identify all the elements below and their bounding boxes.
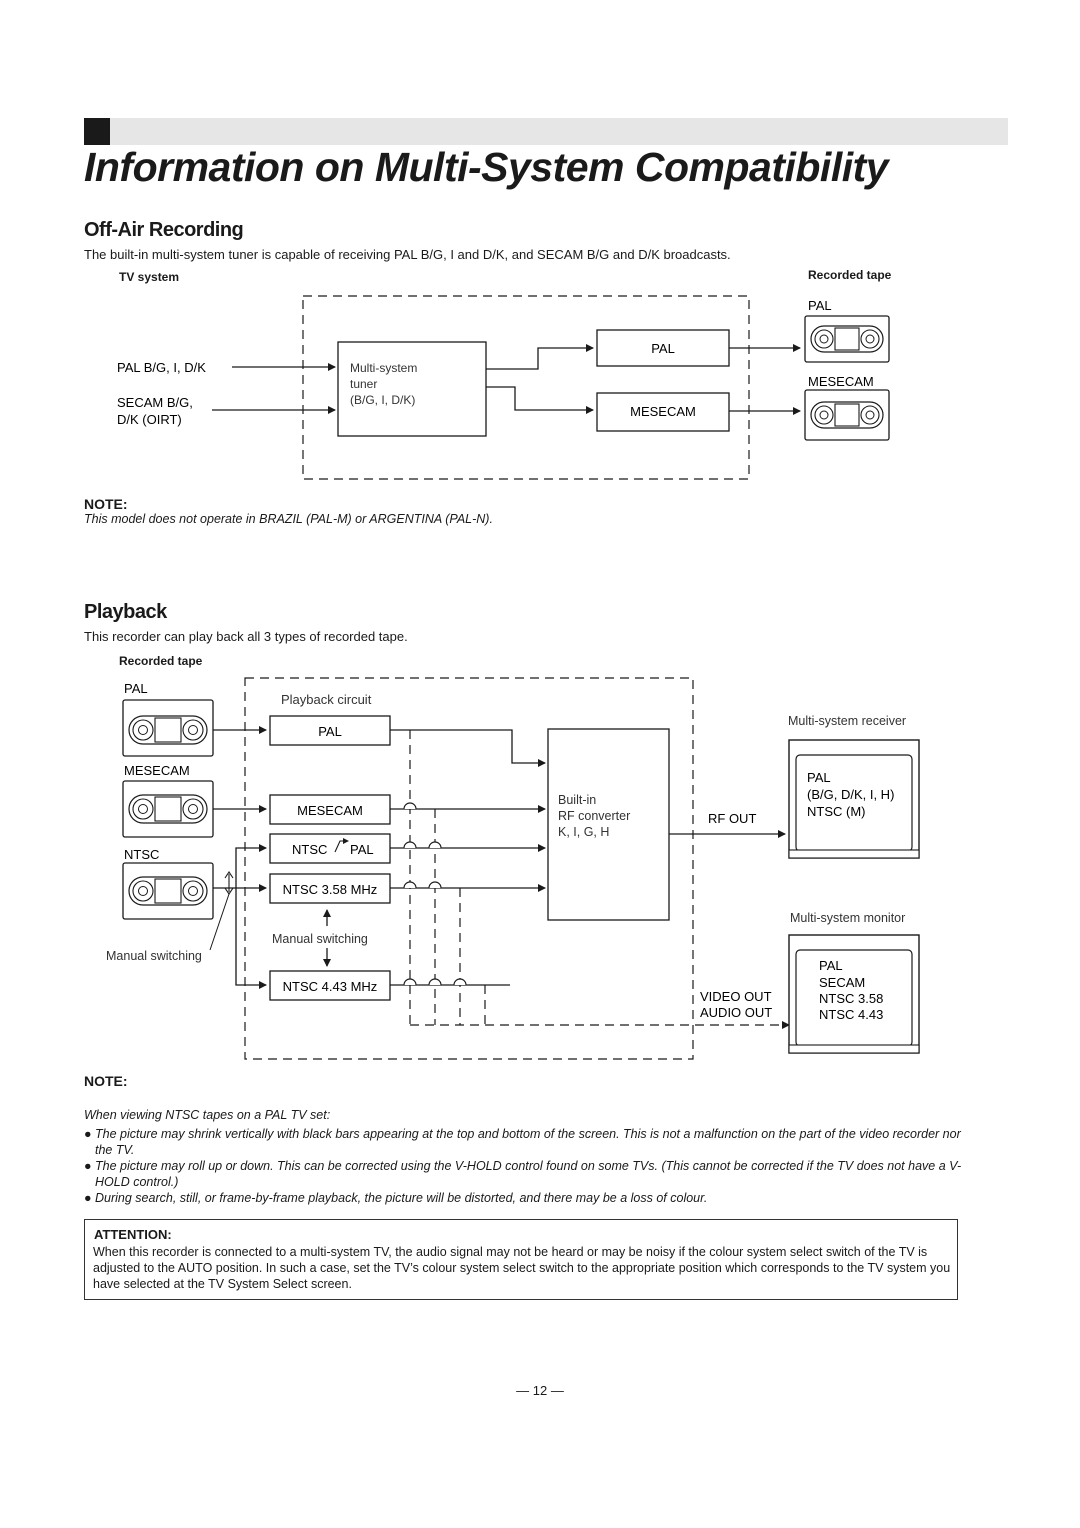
playback-note-bullet: ● During search, still, or frame-by-fram… (84, 1190, 964, 1206)
offair-tape-mesecam: MESECAM (808, 374, 874, 389)
offair-note-heading: NOTE: (84, 496, 128, 512)
receiver-line3: NTSC (M) (807, 804, 866, 819)
playback-box-pal: PAL (318, 724, 342, 739)
playback-manual-switching-mid: Manual switching (272, 932, 368, 946)
playback-video-out: VIDEO OUT (700, 989, 772, 1004)
playback-vcr-enclosure (244, 677, 694, 1060)
offair-input-secam-1: SECAM B/G, (117, 395, 193, 410)
playback-note-lead: When viewing NTSC tapes on a PAL TV set: (84, 1108, 331, 1122)
playback-intro: This recorder can play back all 3 types … (84, 629, 408, 644)
playback-ntsc-pal-in-arrow (235, 844, 267, 888)
offair-intro: The built-in multi-system tuner is capab… (84, 247, 731, 262)
offair-pal-box (596, 329, 730, 367)
hop (403, 802, 417, 810)
playback-tape-ntsc: NTSC (124, 847, 159, 862)
playback-ntsc443-in-arrow (235, 888, 267, 989)
playback-note-heading: NOTE: (84, 1073, 128, 1089)
playback-ntsc-cassette-icon (122, 862, 214, 920)
playback-box-ntsc443: NTSC 4.43 MHz (283, 979, 378, 994)
playback-rf-converter-box (547, 728, 670, 921)
offair-tuner-line3: (B/G, I, D/K) (350, 393, 415, 407)
attention-heading: ATTENTION: (94, 1227, 172, 1242)
bullet-dot: ● (84, 1191, 92, 1205)
receiver-line1: PAL (807, 770, 831, 785)
playback-box-mesecam: MESECAM (297, 803, 363, 818)
page-title: Information on Multi-System Compatibilit… (84, 144, 889, 190)
playback-box-ntsc-b: PAL (350, 842, 374, 857)
playback-monitor-label: Multi-system monitor (790, 911, 905, 925)
offair-pal-cassette-icon (804, 315, 890, 363)
playback-rf-line1: Built-in (558, 793, 596, 807)
playback-recorded-tape-label: Recorded tape (119, 654, 203, 668)
offair-mesecam-cassette-icon (804, 389, 890, 441)
playback-switch-leader (209, 893, 230, 951)
playback-circuit-label: Playback circuit (281, 692, 372, 707)
offair-out-pal: PAL (651, 341, 675, 356)
offair-tuner-box (337, 341, 487, 437)
bullet-text: The picture may shrink vertically with b… (95, 1127, 961, 1157)
playback-box-ntsc-a: NTSC (292, 842, 327, 857)
offair-recorded-tape-label: Recorded tape (808, 268, 892, 282)
playback-ntsc-pal-box (269, 833, 391, 864)
monitor-line1: PAL (819, 958, 843, 973)
playback-note-bullet: ● The picture may shrink vertically with… (84, 1126, 964, 1158)
playback-tape-mesecam: MESECAM (124, 763, 190, 778)
monitor-tv-icon (788, 934, 920, 1054)
playback-pal-to-rf (390, 729, 546, 767)
playback-ntsc358-box (269, 873, 391, 904)
playback-pal-cassette-icon (122, 699, 214, 757)
attention-box (84, 1219, 958, 1300)
playback-tape-pal: PAL (124, 681, 148, 696)
receiver-tv-icon (788, 739, 920, 859)
offair-tuner-line1: Multi-system (350, 361, 417, 375)
bullet-dot: ● (84, 1159, 92, 1173)
page-number: — 12 — (516, 1383, 564, 1398)
bullet-text: During search, still, or frame-by-frame … (95, 1191, 708, 1205)
header-bar (84, 118, 1008, 145)
playback-rf-line3: K, I, G, H (558, 825, 609, 839)
playback-heading: Playback (84, 601, 167, 623)
offair-tuner-line2: tuner (350, 377, 377, 391)
offair-input-pal: PAL B/G, I, D/K (117, 360, 206, 375)
offair-tv-system-label: TV system (119, 270, 180, 284)
monitor-line3: NTSC 3.58 (819, 991, 883, 1006)
playback-note-bullet: ● The picture may roll up or down. This … (84, 1158, 964, 1190)
offair-note-text: This model does not operate in BRAZIL (P… (84, 512, 493, 526)
offair-out-mesecam: MESECAM (630, 404, 696, 419)
offair-heading: Off-Air Recording (84, 219, 244, 241)
playback-ntsc443-box (269, 970, 391, 1001)
playback-mesecam-box (269, 794, 391, 825)
playback-rf-out: RF OUT (708, 811, 756, 826)
monitor-line2: SECAM (819, 975, 865, 990)
playback-mesecam-cassette-icon (122, 780, 214, 838)
offair-mesecam-box (596, 392, 730, 432)
receiver-line2: (B/G, D/K, I, H) (807, 787, 894, 802)
offair-tape-pal: PAL (808, 298, 832, 313)
offair-input-secam-2: D/K (OIRT) (117, 412, 182, 427)
playback-receiver-label: Multi-system receiver (788, 714, 906, 728)
monitor-line4: NTSC 4.43 (819, 1007, 883, 1022)
bullet-dot: ● (84, 1127, 92, 1141)
playback-manual-switching-left: Manual switching (106, 949, 202, 963)
playback-box-ntsc358: NTSC 3.58 MHz (283, 882, 378, 897)
offair-pal-path (486, 344, 594, 370)
playback-audio-out: AUDIO OUT (700, 1005, 772, 1020)
header-square-marker (84, 118, 110, 145)
bullet-text: The picture may roll up or down. This ca… (95, 1159, 962, 1189)
attention-text: When this recorder is connected to a mul… (93, 1245, 951, 1291)
playback-rf-line2: RF converter (558, 809, 630, 823)
offair-mesecam-path (486, 386, 594, 414)
